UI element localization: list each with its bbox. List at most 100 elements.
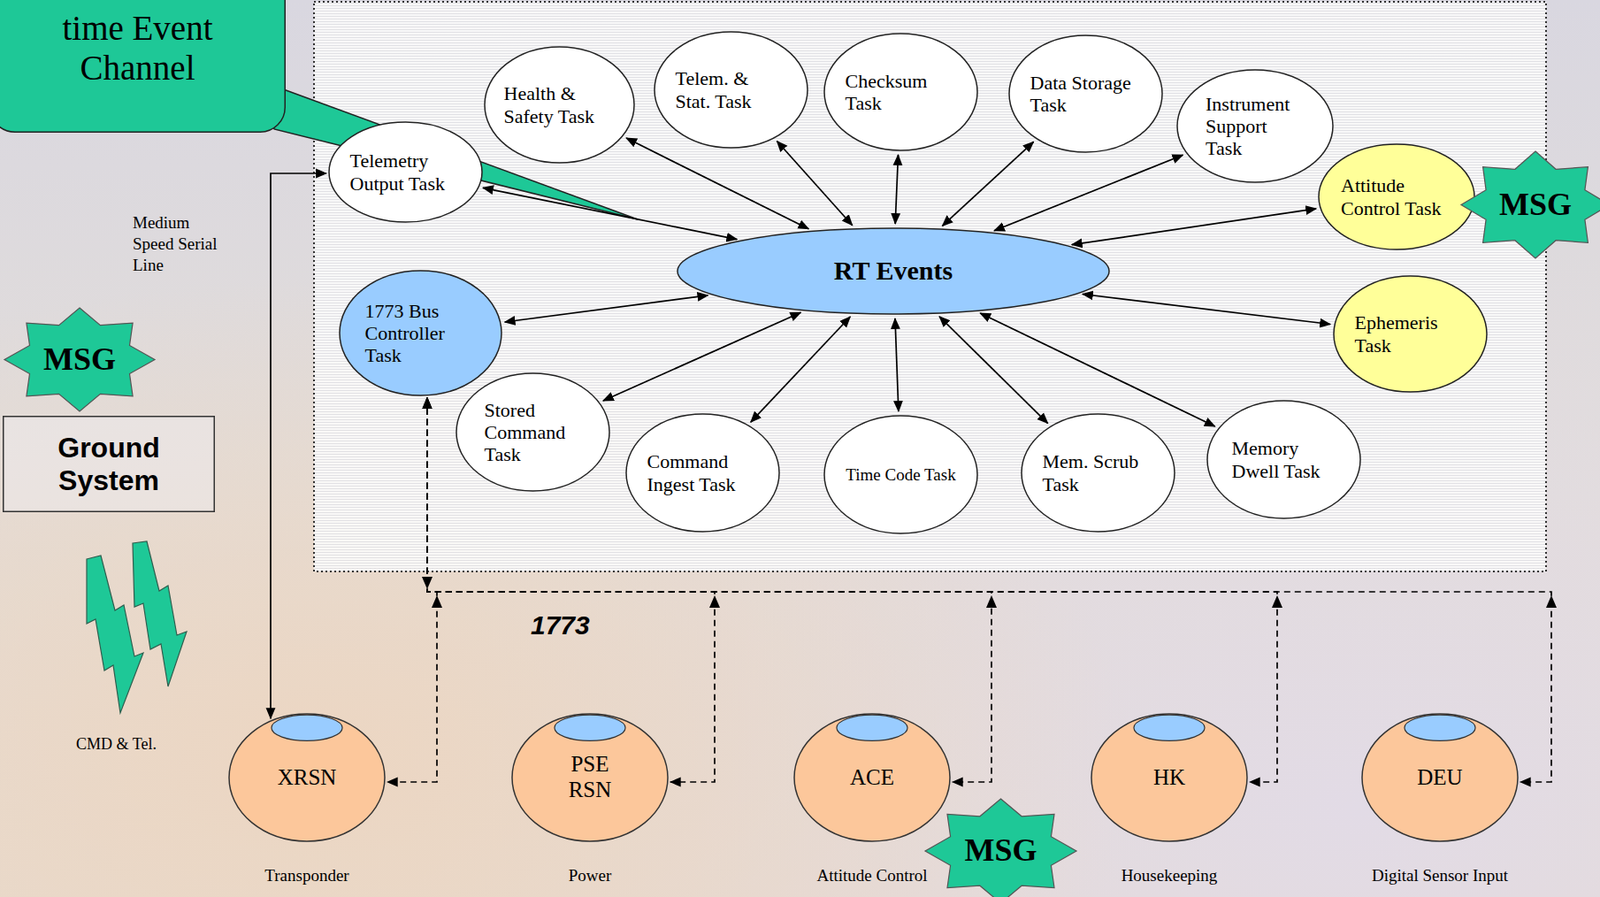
- node-text: Command Ingest Task: [647, 450, 759, 496]
- sphere-cap: [1133, 714, 1205, 741]
- lightning-bolt: [132, 541, 187, 687]
- software-frame: [313, 1, 1547, 572]
- ellipse-outline: [484, 46, 635, 163]
- task-ellipse: Instrument Support Task: [1176, 68, 1334, 184]
- task-ellipse: 1773 Bus Controller Task: [338, 269, 503, 397]
- node-text: MSG: [1499, 186, 1572, 223]
- ellipse-outline: [329, 122, 483, 223]
- task-ellipse: Memory Dwell Task: [1206, 399, 1362, 520]
- ellipse-outline: [824, 33, 978, 151]
- connector: [482, 187, 737, 239]
- node-text: 1773 Bus Controller Task: [365, 299, 477, 368]
- bus-label: 1773: [530, 608, 590, 643]
- sphere-body: [1362, 713, 1518, 842]
- box-outline: [3, 416, 215, 513]
- ellipse-outline: [1318, 144, 1475, 250]
- star-outline: [4, 307, 155, 412]
- node-text: MSG: [43, 341, 116, 378]
- node-text: Telemetry Output Task: [350, 149, 462, 195]
- message-star: MSG: [1460, 150, 1600, 260]
- connector: [270, 173, 327, 719]
- node-text: Ground System: [42, 431, 176, 498]
- node-text: Mem. Scrub Task: [1042, 450, 1155, 496]
- ellipse-outline: [1333, 275, 1487, 392]
- node-text: Instrument Support Task: [1205, 92, 1305, 161]
- link-label: CMD & Tel.: [76, 734, 157, 755]
- message-star: MSG: [3, 306, 156, 413]
- bus-connector: [387, 398, 437, 782]
- connector: [939, 316, 1049, 424]
- connector: [776, 141, 852, 226]
- node-text: Memory Dwell Task: [1232, 436, 1337, 483]
- ellipse-outline: [456, 373, 610, 491]
- task-ellipse: Checksum Task: [823, 32, 979, 152]
- sphere-body: [1091, 713, 1248, 842]
- node-text: Telem. & Stat. Task: [675, 67, 788, 113]
- ellipse-outline: [626, 413, 780, 532]
- connector: [750, 316, 851, 422]
- ellipse-outline: [654, 31, 808, 148]
- node-text: Stored Command Task: [484, 398, 582, 467]
- task-ellipse: Ephemeris Task: [1332, 275, 1488, 393]
- sphere-cap: [1404, 714, 1476, 741]
- node-text: Checksum Task: [845, 69, 957, 115]
- hardware-caption: Digital Sensor Input: [1371, 865, 1509, 886]
- connector: [941, 141, 1034, 226]
- node-text: PSE RSN: [563, 751, 617, 804]
- sphere-cap: [836, 714, 908, 741]
- node-text: MSG: [964, 832, 1037, 869]
- node-text: RT Events: [834, 255, 953, 287]
- task-ellipse: Telem. & Stat. Task: [653, 30, 809, 149]
- message-star: MSG: [924, 797, 1078, 897]
- hardware-sphere: ACEAttitude Control: [793, 712, 951, 843]
- task-ellipse: Time Code Task: [823, 414, 979, 535]
- connector: [994, 154, 1183, 231]
- connector: [1082, 294, 1331, 325]
- node-text: Health & Safety Task: [504, 82, 616, 128]
- event-channel-ellipse: RT Events: [676, 227, 1111, 315]
- node-text: HK: [1153, 765, 1186, 791]
- ellipse-outline: [1021, 413, 1175, 532]
- node-text: XRSN: [277, 765, 337, 791]
- ellipse-outline: [1207, 400, 1361, 519]
- hardware-sphere: XRSNTransponder: [228, 712, 386, 843]
- ellipse-outline: [339, 270, 502, 396]
- node-text: Time Code Task: [845, 465, 956, 485]
- sphere-body: [794, 713, 950, 842]
- bus-connector: [427, 398, 992, 782]
- node-text: Data Storage Task: [1030, 71, 1142, 117]
- ellipse-outline: [1177, 69, 1333, 183]
- task-ellipse: Command Ingest Task: [625, 413, 781, 533]
- task-ellipse: Telemetry Output Task: [328, 121, 483, 223]
- sphere-body: [229, 713, 385, 842]
- node-text: DEU: [1416, 765, 1463, 791]
- connector: [505, 295, 709, 322]
- task-ellipse: Health & Safety Task: [483, 45, 636, 164]
- ground-system-box: Ground System: [2, 415, 215, 513]
- task-ellipse: Data Storage Task: [1008, 34, 1164, 154]
- sphere-cap: [554, 714, 626, 741]
- ellipse-outline: [824, 415, 978, 534]
- sphere-body: [512, 713, 668, 842]
- node-text: Attitude Control Task: [1340, 174, 1453, 220]
- star-outline: [1461, 151, 1600, 259]
- node-text: Ephemeris Task: [1355, 311, 1467, 357]
- task-ellipse: Attitude Control Task: [1317, 143, 1476, 251]
- line-label: Medium Speed Serial Line: [132, 212, 232, 276]
- callout-box: time Event Channel: [0, 0, 286, 133]
- star-outline: [925, 798, 1077, 897]
- connector: [603, 312, 802, 401]
- hardware-caption: Housekeeping: [1121, 865, 1218, 886]
- task-ellipse: Mem. Scrub Task: [1020, 413, 1176, 533]
- hardware-sphere: PSE RSNPower: [511, 712, 669, 843]
- hardware-sphere: DEUDigital Sensor Input: [1361, 712, 1519, 843]
- connector: [1071, 208, 1317, 245]
- ellipse-outline: [1009, 35, 1163, 153]
- hardware-caption: Attitude Control: [816, 865, 927, 886]
- ellipse-outline: [677, 228, 1110, 314]
- connector: [626, 137, 809, 230]
- connector: [895, 154, 898, 224]
- node-text: time Event Channel: [31, 8, 245, 89]
- hardware-caption: Power: [568, 865, 613, 886]
